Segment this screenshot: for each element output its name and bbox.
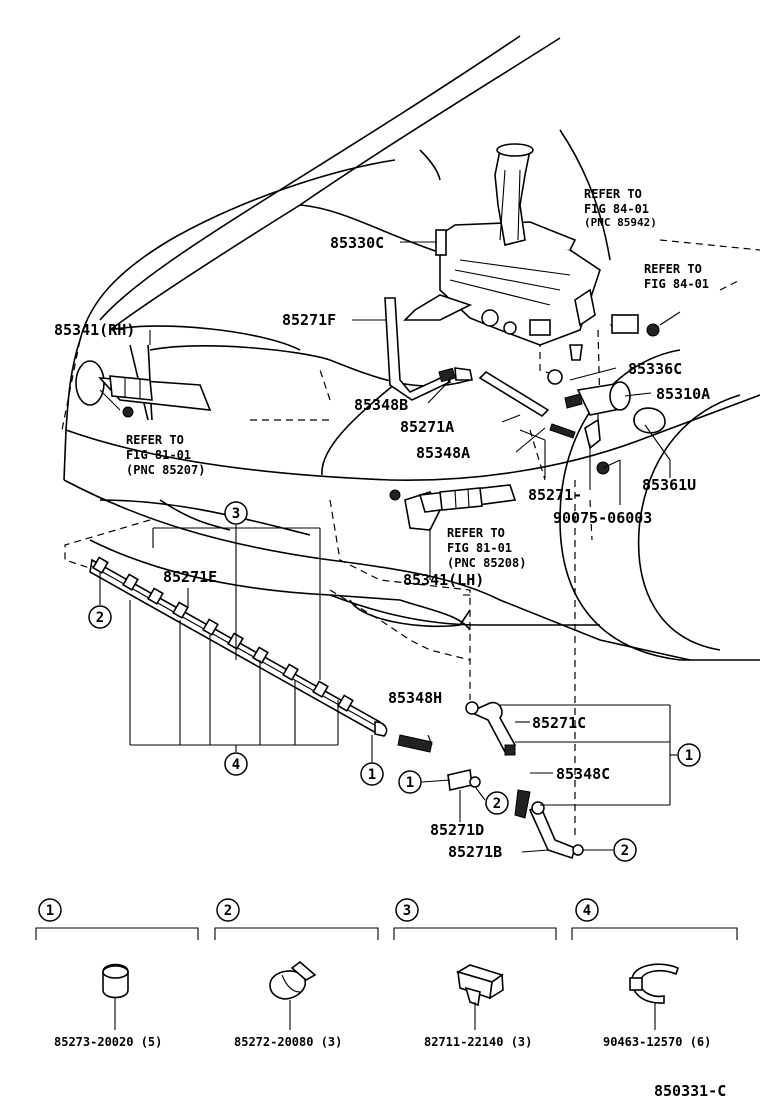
- marker-2-bottom: 2: [613, 838, 637, 862]
- label-85271F: 85271F: [282, 311, 336, 329]
- refer-note-4-line1: REFER TO: [447, 526, 505, 540]
- svg-text:1: 1: [685, 748, 693, 764]
- refer-note-1-line2: FIG 84-01: [584, 202, 649, 216]
- rail-clip: [202, 618, 219, 636]
- label-85271A: 85271A: [400, 418, 454, 436]
- car-body-outline: [63, 35, 760, 661]
- rail-clip: [337, 694, 354, 712]
- marker-1-right: 1: [677, 743, 701, 767]
- figure-code: 850331-C: [654, 1082, 726, 1100]
- svg-text:2: 2: [96, 610, 104, 626]
- legend-key-1: 1: [46, 903, 54, 919]
- label-85271E: 85271E: [163, 568, 217, 586]
- refer-note-4-line2: FIG 81-01: [447, 541, 512, 555]
- svg-text:2: 2: [493, 796, 501, 812]
- band-clamp-icon: [629, 963, 679, 1004]
- label-85271B: 85271B: [448, 843, 502, 861]
- label-85348B: 85348B: [354, 396, 408, 414]
- legend-item-4: 4 90463-12570 (6): [571, 898, 738, 1049]
- rail-clip: [122, 573, 139, 591]
- pipe-sleeve-icon: [102, 963, 129, 999]
- callout-labels: 85330C 85271F 85341(RH) 85348B 85271A 85…: [54, 234, 710, 861]
- hose-rail: [89, 556, 388, 737]
- marker-1-mid: 1: [398, 770, 422, 794]
- label-90075-06003: 90075-06003: [553, 509, 652, 527]
- legend: 1 85273-20020 (5) 2 85272-20080 (3): [35, 898, 738, 1049]
- svg-text:1: 1: [406, 775, 414, 791]
- circled-markers: 3 2 4 1 1 1 2 2: [88, 501, 701, 862]
- referred-part-nut: [646, 323, 660, 337]
- legend-part-4: 90463-12570 (6): [603, 1035, 711, 1049]
- label-85341-rh: 85341(RH): [54, 321, 135, 339]
- label-85336C: 85336C: [628, 360, 682, 378]
- legend-item-1: 1 85273-20020 (5): [35, 898, 199, 1049]
- legend-key-3: 3: [403, 903, 411, 919]
- label-85341-lh: 85341(LH): [403, 571, 484, 589]
- referred-part-box: [611, 314, 639, 334]
- refer-note-3-line1: REFER TO: [126, 433, 184, 447]
- label-85271C: 85271C: [532, 714, 586, 732]
- legend-part-3: 82711-22140 (3): [424, 1035, 532, 1049]
- hoses-and-pump: [384, 297, 666, 475]
- svg-text:2: 2: [621, 843, 629, 859]
- hose-clamp-icon: [269, 960, 317, 1000]
- marker-1-rail: 1: [360, 762, 384, 786]
- rail-clip: [282, 663, 299, 681]
- refer-note-3-line2: FIG 81-01: [126, 448, 191, 462]
- rail-clip: [147, 587, 164, 605]
- legend-key-2: 2: [224, 903, 232, 919]
- rail-clip: [252, 646, 269, 664]
- rail-clip: [312, 680, 329, 698]
- svg-text:1: 1: [368, 767, 376, 783]
- label-85361U: 85361U: [642, 476, 696, 494]
- legend-part-1: 85273-20020 (5): [54, 1035, 162, 1049]
- svg-text:4: 4: [232, 757, 240, 773]
- refer-note-1-line1: REFER TO: [584, 187, 642, 201]
- label-85348A: 85348A: [416, 444, 470, 462]
- lower-hoses: [397, 701, 584, 860]
- marker-4-rail: 4: [224, 752, 248, 776]
- rail-clip: [172, 601, 189, 619]
- solid-leaders: [99, 241, 681, 853]
- label-85310A: 85310A: [656, 385, 710, 403]
- refer-note-2-line2: FIG 84-01: [644, 277, 709, 291]
- legend-item-3: 3 82711-22140 (3): [393, 898, 557, 1049]
- refer-note-1-line3: (PNC 85942): [584, 216, 657, 229]
- label-85330C: 85330C: [330, 234, 384, 252]
- label-85348H: 85348H: [388, 689, 442, 707]
- refer-note-3-line3: (PNC 85207): [126, 463, 205, 477]
- refer-note-4-line3: (PNC 85208): [447, 556, 526, 570]
- legend-key-4: 4: [583, 903, 591, 919]
- marker-2-left: 2: [88, 605, 112, 629]
- hose-clip-icon: [455, 964, 504, 1007]
- label-85271D: 85271D: [430, 821, 484, 839]
- refer-notes: REFER TO FIG 84-01 (PNC 85942) REFER TO …: [126, 187, 709, 570]
- refer-note-2-line1: REFER TO: [644, 262, 702, 276]
- label-85271: 85271-: [528, 486, 582, 504]
- legend-part-2: 85272-20080 (3): [234, 1035, 342, 1049]
- label-85348C: 85348C: [556, 765, 610, 783]
- rail-clip: [92, 556, 109, 574]
- nozzle-rh: [75, 360, 212, 418]
- marker-3-top: 3: [224, 501, 248, 525]
- washer-tank: [403, 143, 601, 361]
- svg-text:3: 3: [232, 506, 240, 522]
- legend-item-2: 2 85272-20080 (3): [214, 898, 379, 1049]
- marker-2-mid: 2: [485, 791, 509, 815]
- nozzle-lh: [389, 484, 517, 531]
